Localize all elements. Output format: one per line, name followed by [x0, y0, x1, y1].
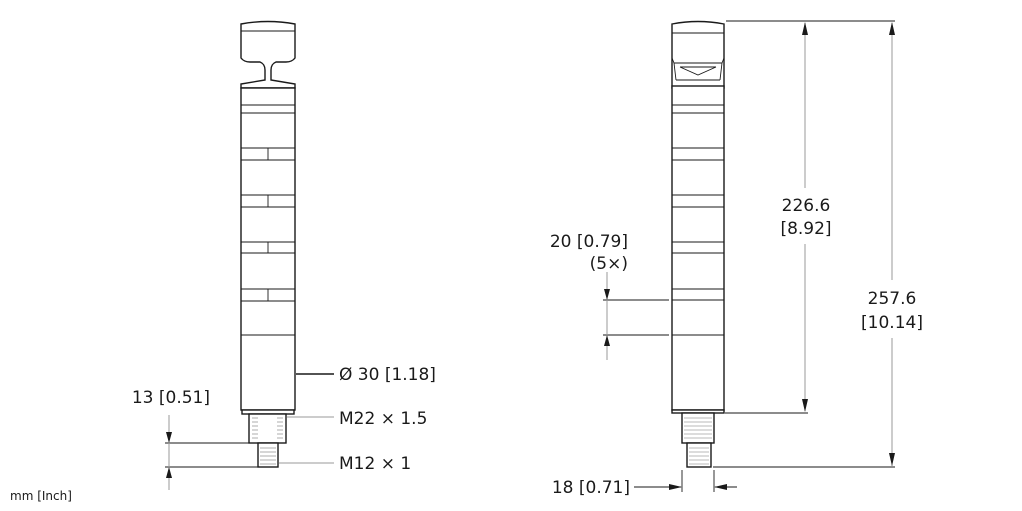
right-view-tower-light — [671, 20, 725, 468]
thread-m12-label: M12 × 1 — [339, 454, 411, 474]
body-height-mm: 226.6 — [782, 196, 831, 216]
left-view-tower-light — [240, 20, 296, 468]
m22-connector — [681, 412, 715, 444]
thread-m22-label: M22 × 1.5 — [339, 409, 427, 429]
m12-connector — [257, 442, 279, 468]
m22-connector — [248, 413, 287, 444]
segment-height-label: 20 [0.79] — [550, 232, 628, 252]
right-dimensions: 226.6 [8.92] 257.6 [10.14] 20 [0.79] (5×… — [550, 20, 923, 498]
body — [671, 85, 725, 411]
top-cap — [240, 20, 296, 89]
diameter-label: Ø 30 [1.18] — [339, 365, 436, 385]
body-height-in: [8.92] — [780, 219, 831, 239]
left-dimensions: Ø 30 [1.18] M22 × 1.5 M12 × 1 13 [0.51] — [132, 365, 436, 490]
units-note: mm [Inch] — [10, 489, 72, 503]
connector-width-label: 18 [0.71] — [552, 478, 630, 498]
m12-connector — [686, 442, 712, 468]
total-height-mm: 257.6 — [868, 289, 917, 309]
top-cap — [671, 20, 725, 89]
segment-bands — [672, 104, 724, 411]
segment-bands — [241, 104, 295, 411]
total-height-in: [10.14] — [861, 313, 923, 333]
connector-length-label: 13 [0.51] — [132, 388, 210, 408]
segment-count-label: (5×) — [590, 254, 628, 274]
